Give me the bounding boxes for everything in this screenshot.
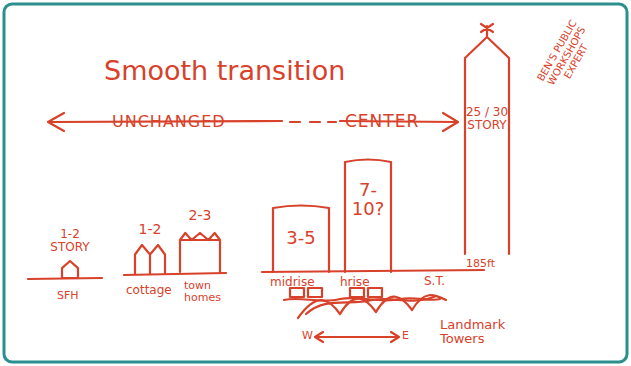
building-type: S.T. xyxy=(424,275,445,288)
note: Landmark Towers xyxy=(440,318,520,346)
townhome-building: 2-3 xyxy=(176,208,224,272)
outline-stroke xyxy=(135,245,165,274)
building-outline xyxy=(464,36,510,254)
building-storeys: 25 / 30 STORY xyxy=(465,106,509,132)
outline-stroke xyxy=(62,261,78,278)
outline-stroke xyxy=(465,37,509,254)
tower-spire xyxy=(481,24,493,36)
building-storeys: 1-2 STORY xyxy=(46,228,94,254)
cottage-building: 1-2 xyxy=(128,222,172,274)
scribble-box xyxy=(290,288,304,297)
author-note: BEN'S PUBLIC WORKSHOPS EXPERT xyxy=(532,12,602,101)
outline-stroke xyxy=(273,206,329,273)
compass-letter: W xyxy=(302,330,313,342)
arrow-head-left xyxy=(48,113,64,131)
outline-stroke xyxy=(180,233,220,272)
building-storeys: 3-5 xyxy=(272,228,330,247)
single-family-house: 1-2 STORY xyxy=(40,228,100,278)
scribble-box xyxy=(308,288,322,297)
height-dimension: 185ft xyxy=(466,258,495,270)
building-storeys: 1-2 xyxy=(128,222,172,237)
building-type: town homes xyxy=(184,280,224,304)
arrow-heads xyxy=(315,332,399,342)
building-storeys: 2-3 xyxy=(176,208,224,223)
scribble xyxy=(306,296,436,314)
building-type: midrise xyxy=(270,276,315,289)
building-storeys: 7- 10? xyxy=(350,180,386,219)
scribble xyxy=(298,295,446,318)
scribble-box xyxy=(368,288,382,297)
frame xyxy=(4,4,627,362)
building-type: hrise xyxy=(340,276,370,289)
heading-note: Smooth transition xyxy=(104,56,345,85)
ground-line xyxy=(262,270,484,272)
outline-stroke xyxy=(345,160,391,273)
building-outline xyxy=(134,244,166,274)
building-type: cottage xyxy=(126,284,172,297)
landmark-tower: 25 / 30 STORY xyxy=(464,36,510,254)
ground-line xyxy=(28,273,226,279)
dashed-line xyxy=(290,121,336,123)
midrise-building: 3-5 xyxy=(272,204,330,272)
building-outline xyxy=(179,232,221,272)
highrise-building: 7- 10? xyxy=(344,158,392,272)
compass-letter: E xyxy=(402,330,409,342)
building-type: SFH xyxy=(57,290,79,302)
building-outline xyxy=(61,260,79,278)
arrow-head-right xyxy=(443,113,458,131)
direction-label: CENTER xyxy=(345,112,419,130)
scribble-box xyxy=(350,288,364,297)
direction-label: UNCHANGED xyxy=(112,113,226,130)
west-east-arrow xyxy=(316,336,398,338)
